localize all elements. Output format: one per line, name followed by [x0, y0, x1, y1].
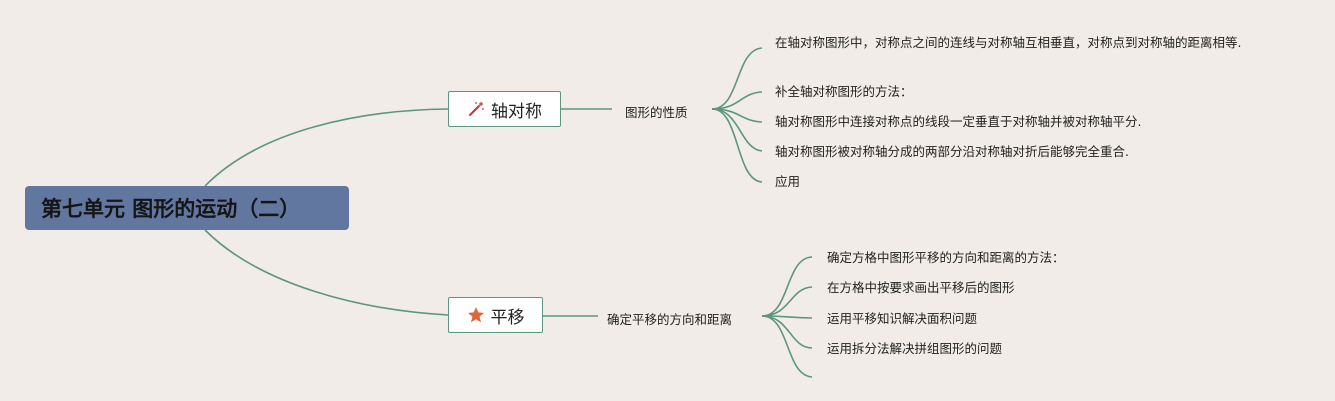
leaf-topic[interactable]: 运用平移知识解决面积问题	[827, 311, 978, 326]
connector-sub1-leaf1	[711, 47, 763, 110]
root-topic-label: 第七单元 图形的运动（二）	[41, 197, 301, 221]
branch-label: 轴对称	[491, 101, 542, 122]
subtopic-translation-direction-distance[interactable]: 确定平移的方向和距离	[603, 309, 737, 328]
branch-label: 平移	[490, 307, 525, 328]
subtopic-figure-properties[interactable]: 图形的性质	[621, 102, 692, 121]
leaf-topic[interactable]: 轴对称图形中连接对称点的线段一定垂直于对称轴并被对称轴平分.	[775, 114, 1142, 129]
connector-root-to-translation	[204, 229, 449, 316]
leaf-topic[interactable]: 补全轴对称图形的方法：	[775, 84, 913, 99]
branch-axis-symmetry[interactable]: 轴对称	[448, 91, 561, 127]
leaf-topic[interactable]: 应用	[775, 174, 801, 189]
connector-sub1-leaf4	[711, 108, 763, 152]
connector-root-to-axis-symmetry	[204, 108, 449, 187]
connector-sub2-leaf1	[761, 256, 813, 317]
branch-translation[interactable]: 平移	[448, 297, 543, 333]
leaf-topic[interactable]: 确定方格中图形平移的方向和距离的方法：	[827, 250, 1065, 265]
leaf-topic[interactable]: 在方格中按要求画出平移后的图形	[827, 280, 1015, 295]
connector-sub2-leaf5	[761, 315, 813, 378]
magic-wand-icon	[467, 100, 485, 118]
connector-sub1-leaf5	[711, 108, 763, 183]
leaf-topic[interactable]: 在轴对称图形中，对称点之间的连线与对称轴互相垂直，对称点到对称轴的距离相等.	[775, 35, 1242, 50]
leaf-topic[interactable]: 轴对称图形被对称轴分成的两部分沿对称轴对折后能够完全重合.	[775, 144, 1129, 159]
connector-sub2-leaf2	[761, 286, 813, 317]
star-icon	[467, 306, 485, 324]
leaf-topic[interactable]: 运用拆分法解决拼组图形的问题	[827, 341, 1003, 356]
root-topic[interactable]: 第七单元 图形的运动（二）	[25, 186, 349, 230]
